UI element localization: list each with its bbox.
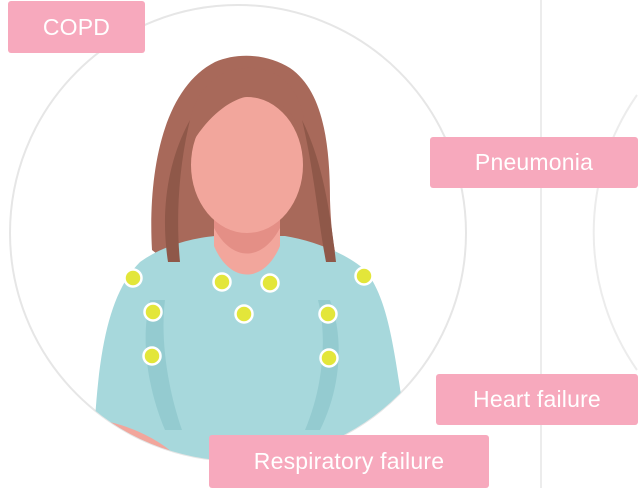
- auscultation-point-icon[interactable]: [144, 348, 161, 365]
- auscultation-point-icon[interactable]: [214, 274, 231, 291]
- auscultation-point-icon[interactable]: [356, 268, 373, 285]
- tag-pneumonia[interactable]: Pneumonia: [430, 137, 638, 188]
- auscultation-point-icon[interactable]: [262, 275, 279, 292]
- tag-copd[interactable]: COPD: [8, 1, 145, 53]
- auscultation-point-icon[interactable]: [321, 350, 338, 367]
- auscultation-point-icon[interactable]: [320, 306, 337, 323]
- auscultation-point-icon[interactable]: [125, 270, 142, 287]
- auscultation-point-icon[interactable]: [236, 306, 253, 323]
- tag-heart-failure[interactable]: Heart failure: [436, 374, 638, 425]
- auscultation-point-icon[interactable]: [145, 304, 162, 321]
- patient-illustration: [95, 56, 405, 470]
- tag-respiratory-failure[interactable]: Respiratory failure: [209, 435, 489, 488]
